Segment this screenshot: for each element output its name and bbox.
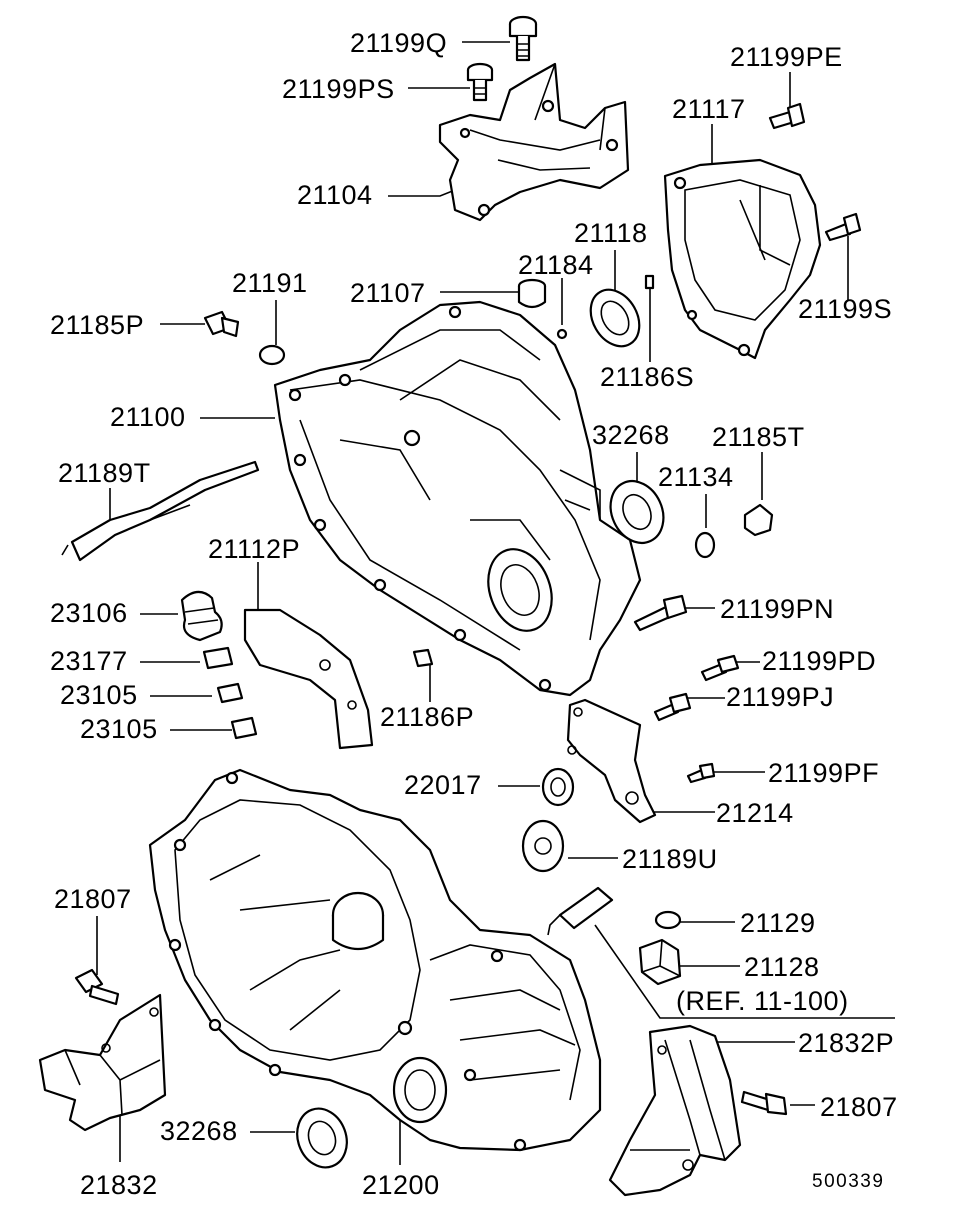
label-21199pj: 21199PJ: [726, 682, 835, 712]
label-23177: 23177: [50, 646, 128, 676]
rail-21189t: [61, 460, 260, 562]
bolt-21807-left: [74, 968, 120, 1006]
label-21199pf: 21199PF: [768, 758, 880, 788]
label-21107: 21107: [350, 278, 426, 308]
label-21129: 21129: [740, 908, 816, 938]
label-21104: 21104: [297, 180, 373, 210]
label-21807-right: 21807: [820, 1092, 898, 1122]
plug-21185t: [743, 503, 774, 537]
pin-21186p: [412, 648, 434, 668]
label-23105-b: 23105: [80, 714, 158, 744]
cover-21189u: [521, 819, 565, 873]
label-21186p: 21186P: [380, 702, 475, 732]
label-21189u: 21189U: [622, 844, 718, 874]
seal-32268-lower: [296, 1107, 348, 1169]
diagram-code: 500339: [812, 1171, 885, 1192]
label-23106: 23106: [50, 598, 128, 628]
bolt-21199s: [824, 212, 862, 242]
pin-21186s: [644, 274, 655, 290]
boot-23106: [180, 590, 223, 642]
holder-21128: [638, 938, 682, 986]
bracket-21214: [566, 698, 657, 824]
bolt-21199q: [508, 15, 538, 62]
bushing-23105-a: [216, 682, 244, 704]
bracket-21832p: [608, 1024, 742, 1197]
label-21185t: 21185T: [712, 422, 805, 452]
cover-21117: [663, 158, 822, 360]
bolt-21807-right: [740, 1090, 788, 1116]
plug-21184: [556, 328, 568, 340]
label-21199ps: 21199PS: [282, 74, 395, 104]
leader-lines: [96, 41, 895, 1165]
ring-21134: [694, 531, 716, 559]
bolt-21199pd: [700, 654, 740, 682]
seal-32268-upper: [609, 480, 665, 544]
bolt-21199pe: [768, 102, 806, 130]
label-21184: 21184: [518, 250, 594, 280]
label-21214: 21214: [716, 798, 794, 828]
label-21100: 21100: [110, 402, 186, 432]
bushing-23177: [202, 646, 234, 670]
bolt-21199ps: [466, 62, 494, 102]
cap-21129: [654, 910, 682, 930]
bushing-23105-b: [230, 716, 258, 740]
bracket-21104: [438, 62, 630, 222]
breather-21107: [517, 278, 547, 309]
plug-21185p: [203, 310, 240, 338]
label-21189t: 21189T: [58, 458, 151, 488]
bolt-21199pf: [686, 762, 716, 784]
label-21185p: 21185P: [50, 310, 145, 340]
label-21807-left: 21807: [54, 884, 132, 914]
label-21200: 21200: [362, 1170, 440, 1200]
case-21100: [273, 300, 642, 697]
bracket-21832: [38, 993, 167, 1132]
housing-21200: [148, 768, 602, 1152]
seal-22017: [541, 767, 575, 807]
label-21191: 21191: [232, 268, 308, 298]
label-21117: 21117: [672, 94, 746, 124]
label-21128: 21128: [744, 952, 820, 982]
bolt-21199pn: [633, 594, 688, 632]
label-21199pe: 21199PE: [730, 42, 843, 72]
label-21112p: 21112P: [208, 534, 301, 564]
label-21199pn: 21199PN: [720, 594, 835, 624]
label-21832p: 21832P: [798, 1028, 895, 1058]
label-32268-upper: 32268: [592, 420, 670, 450]
label-21199pd: 21199PD: [762, 646, 877, 676]
washer-21191: [258, 344, 286, 366]
bolt-21199pj: [653, 692, 692, 722]
seal-21118: [589, 288, 641, 348]
label-23105-a: 23105: [60, 680, 138, 710]
sealant-tube: [547, 886, 614, 936]
label-ref-11-100: (REF. 11-100): [676, 986, 849, 1016]
gasket-21112p: [243, 608, 374, 750]
label-22017: 22017: [404, 770, 482, 800]
label-21832: 21832: [80, 1170, 158, 1200]
label-21186s: 21186S: [600, 362, 695, 392]
label-21134: 21134: [658, 462, 734, 492]
label-21199q: 21199Q: [350, 28, 448, 58]
label-21199s: 21199S: [798, 294, 893, 324]
label-21118: 21118: [574, 218, 648, 248]
label-32268-lower: 32268: [160, 1116, 238, 1146]
